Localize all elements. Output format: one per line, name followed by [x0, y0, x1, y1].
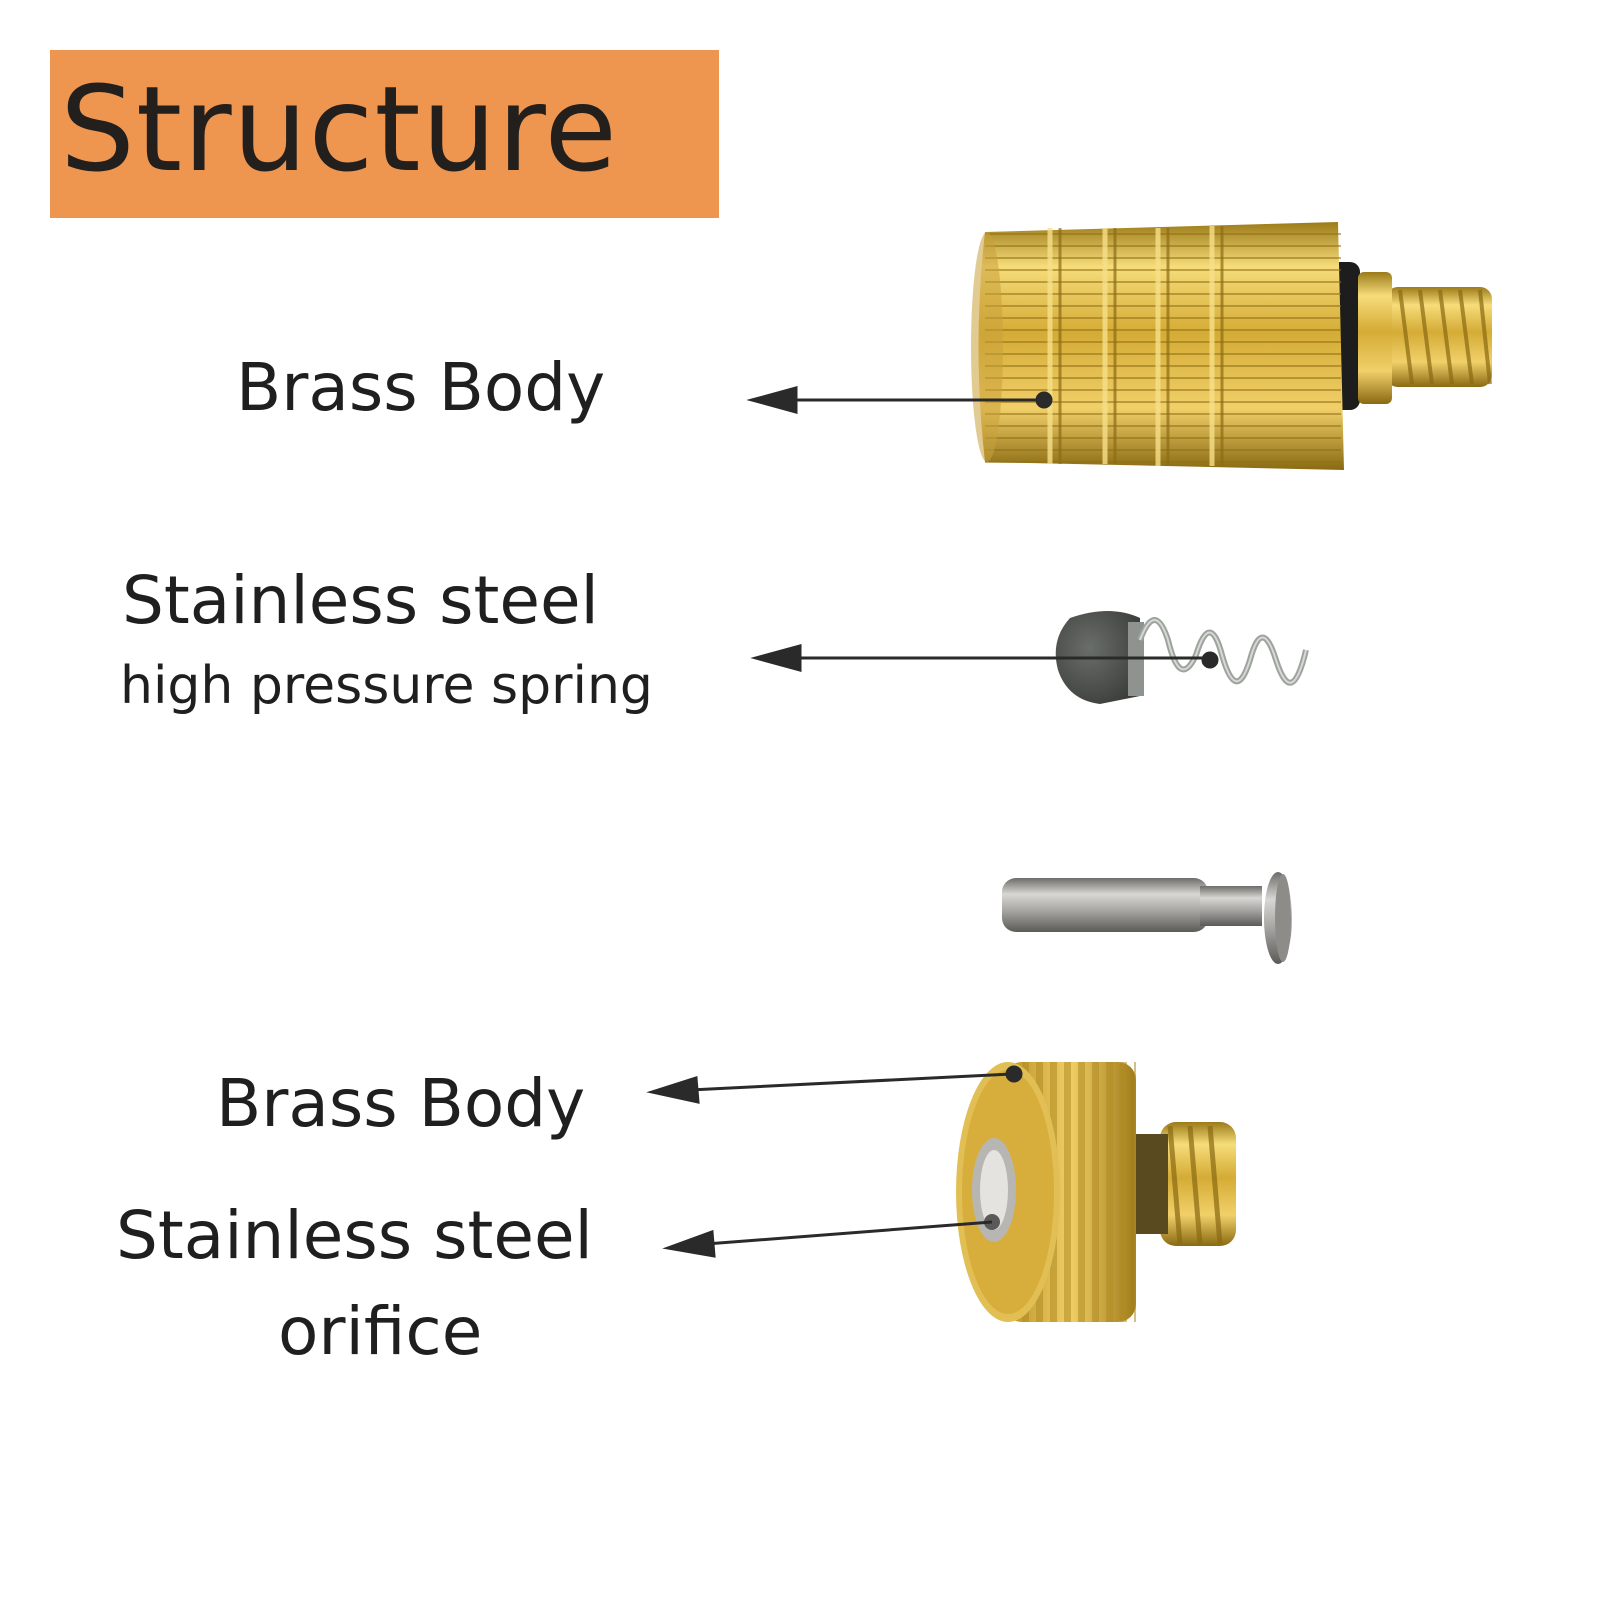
- page-title: Structure: [60, 60, 618, 198]
- arrowhead-spring: [750, 644, 802, 672]
- pointer-dot-spring: [1201, 651, 1219, 669]
- pointer-dot-top-body: [1035, 391, 1053, 409]
- pointer-line-nozzle-body: [689, 1072, 1013, 1092]
- arrowhead-orifice: [662, 1229, 716, 1258]
- pointer-line-orifice: [705, 1220, 993, 1246]
- pointer-arrows: [646, 386, 1219, 1258]
- label-brass-body-nozzle: Brass Body: [216, 1065, 586, 1142]
- label-orifice-line2: orifice: [278, 1293, 483, 1370]
- title-banner: Structure: [50, 50, 719, 218]
- arrowhead-nozzle-body: [646, 1076, 700, 1104]
- pointer-dot-nozzle-body: [1005, 1065, 1023, 1083]
- brass-nozzle-image: [956, 1062, 1236, 1322]
- arrowhead-top-body: [746, 386, 798, 414]
- label-orifice-line1: Stainless steel: [116, 1197, 593, 1274]
- label-spring-line2: high pressure spring: [120, 656, 653, 716]
- steel-pin-image: [1002, 872, 1292, 964]
- label-spring-line1: Stainless steel: [122, 562, 599, 639]
- label-brass-body-top: Brass Body: [236, 349, 606, 426]
- brass-body-knurled-image: [971, 222, 1492, 470]
